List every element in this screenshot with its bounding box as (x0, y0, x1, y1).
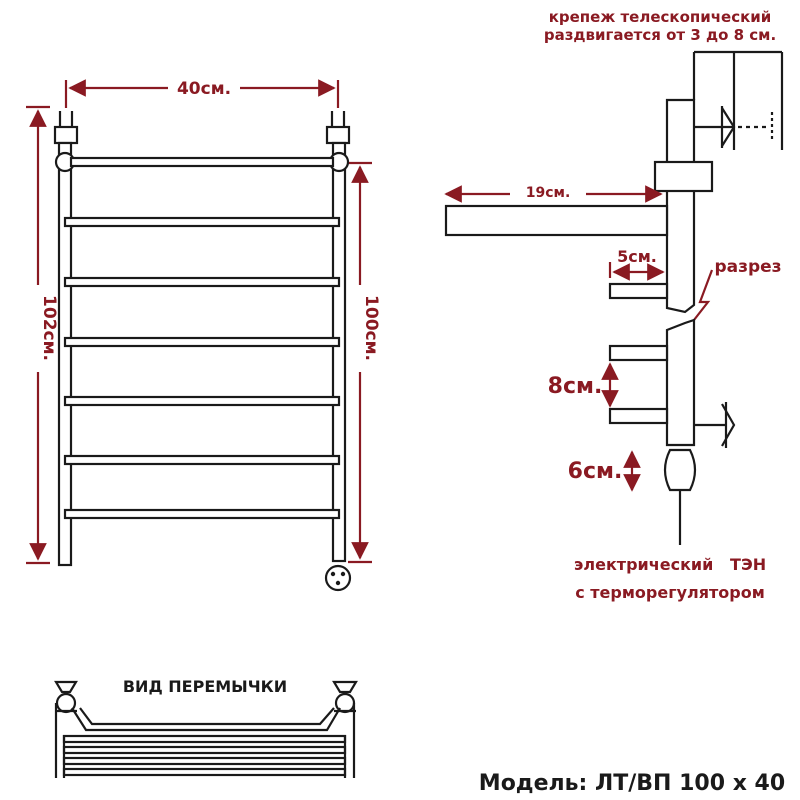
rung (63, 216, 341, 228)
rung (63, 336, 341, 348)
heater-desc-line2: с терморегулятором (575, 583, 765, 602)
depth-label: 19см. (526, 185, 571, 201)
offset-label: 8см. (548, 374, 603, 399)
model-label: Модель: ЛТ/ВП 100 х 40 (479, 771, 785, 796)
right-post (331, 141, 347, 563)
jumper-title: ВИД ПЕРЕМЫЧКИ (123, 677, 287, 696)
vertical-tube-lower (665, 318, 696, 447)
side-view: крепеж телескопический раздвигается от 3… (444, 8, 784, 602)
width-label: 40см. (177, 79, 231, 99)
rung (63, 454, 341, 466)
width-dimension: 40см. (64, 79, 340, 108)
rung (63, 395, 341, 407)
offset-dimension: 8см. (548, 362, 619, 408)
total-height-label: 102см. (39, 295, 59, 361)
electric-connector-icon (324, 564, 352, 592)
rail-height-dimension: 100см. (348, 161, 381, 564)
heater-element-icon (663, 448, 697, 545)
mount-label-line2: раздвигается от 3 до 8 см. (544, 26, 776, 44)
upper-offset-arm (608, 344, 669, 362)
front-view: 40см. 102см. 100см. (26, 79, 381, 592)
jumper-view: ВИД ПЕРЕМЫЧКИ (54, 677, 358, 778)
lower-wall-fixing (694, 402, 736, 448)
vertical-tube-upper (665, 98, 696, 314)
heater-desc-line1: электрический ТЭН (574, 555, 766, 574)
rail-height-label: 100см. (361, 295, 381, 361)
heater-dimension: 6см. (568, 450, 641, 492)
stub-dimension: 5см. (608, 247, 665, 281)
shelf-arm (444, 204, 669, 237)
mount-clamp (653, 160, 714, 193)
short-stub (608, 282, 669, 300)
lower-offset-arm (608, 407, 669, 425)
jumper-rails (62, 734, 347, 777)
section-label: разрез (714, 257, 781, 277)
stub-label: 5см. (617, 247, 657, 266)
jumper-right-mount (332, 680, 358, 714)
rung (63, 508, 341, 520)
right-top-bracket (325, 125, 351, 145)
rung (63, 276, 341, 288)
mount-label-line1: крепеж телескопический (549, 8, 772, 26)
rungs (63, 156, 341, 520)
heater-label: 6см. (568, 459, 623, 484)
left-top-bracket (53, 125, 79, 145)
depth-dimension: 19см. (444, 185, 663, 203)
rung (69, 156, 335, 168)
telescopic-mount (692, 50, 784, 150)
left-post (57, 141, 73, 567)
total-height-dimension: 102см. (26, 105, 59, 565)
jumper-left-mount (54, 680, 78, 714)
